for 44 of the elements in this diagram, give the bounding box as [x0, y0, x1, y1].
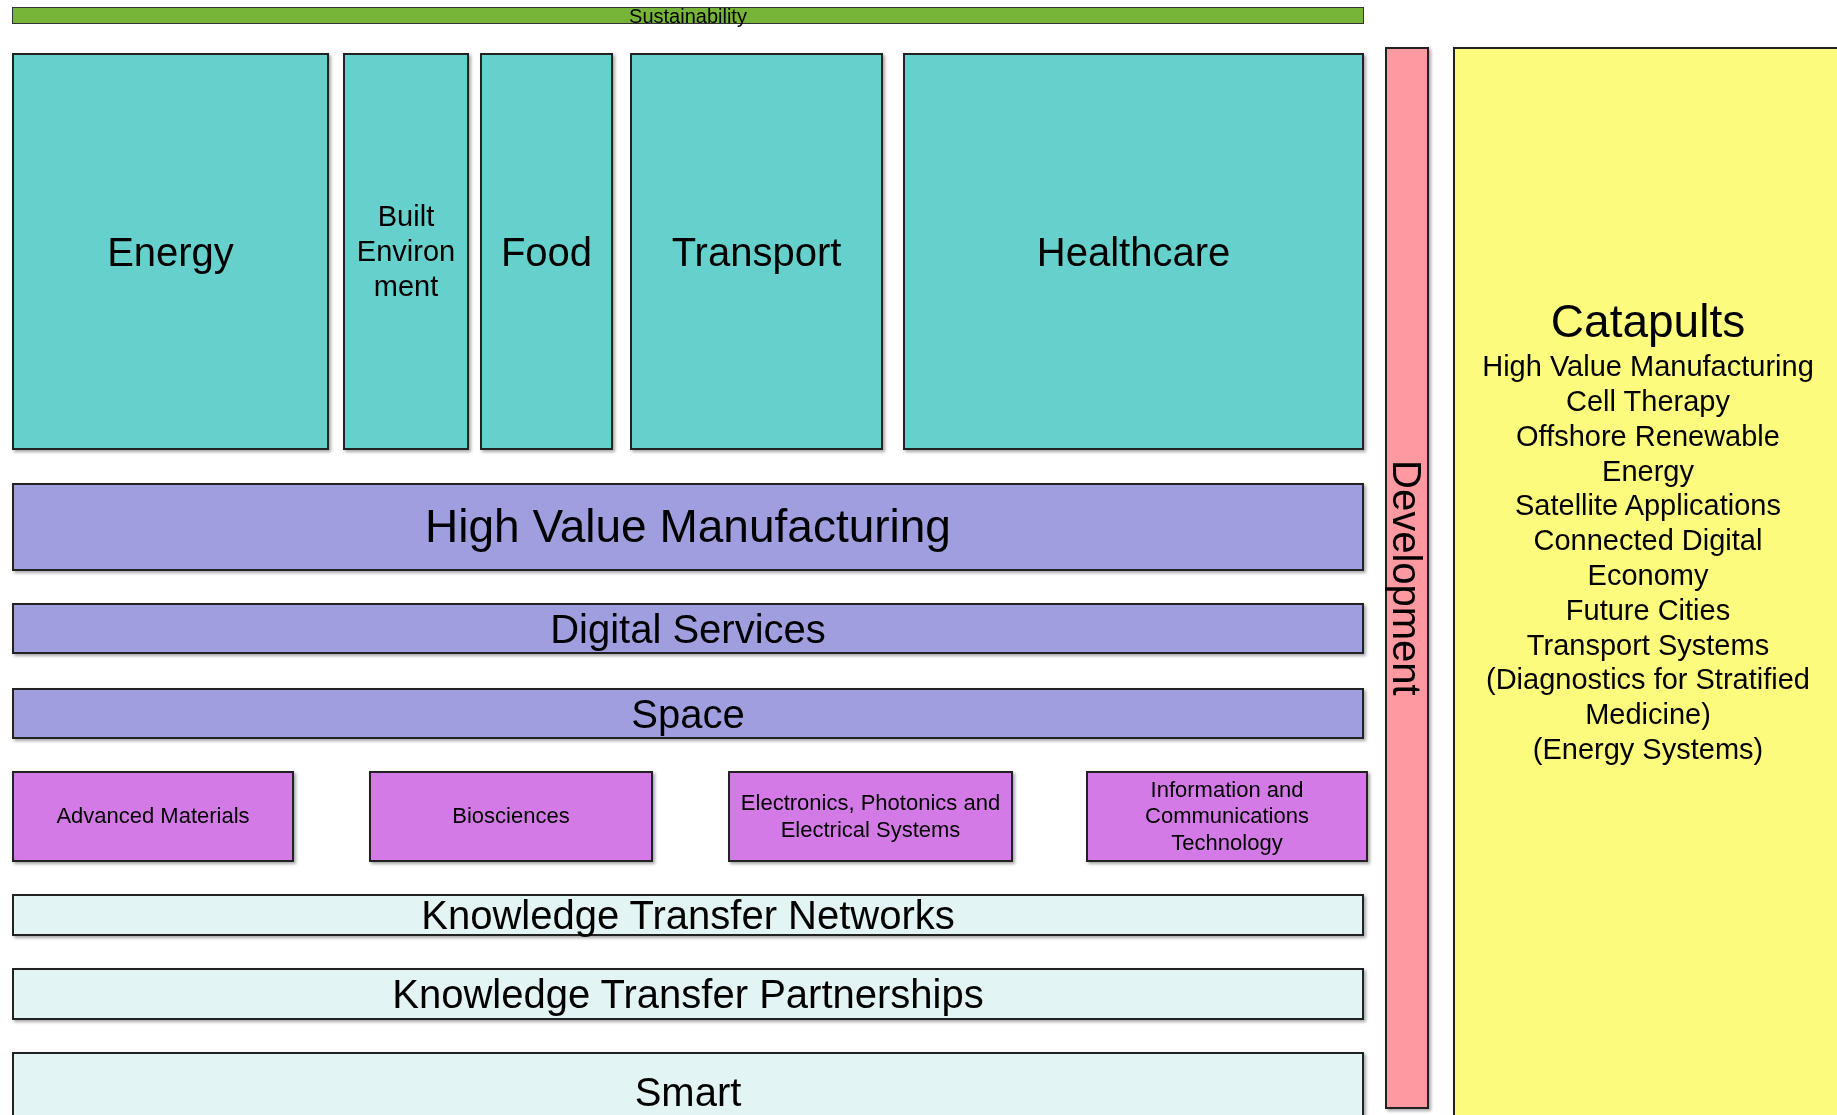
catapult-item: Satellite Applications	[1515, 488, 1781, 524]
technology-label: Advanced Materials	[56, 803, 250, 830]
technology-band	[12, 483, 1364, 571]
technology-label: Information and Communications Technology	[1144, 776, 1310, 857]
sector-box	[630, 53, 883, 450]
technology-band	[12, 688, 1364, 739]
band-label: Smart	[634, 1069, 742, 1115]
technology-box	[369, 771, 653, 862]
sector-box	[12, 53, 329, 450]
technology-label: Biosciences	[452, 803, 570, 830]
band-label: Knowledge Transfer Partnerships	[392, 971, 984, 1018]
technology-box	[728, 771, 1013, 862]
sector-label: Transport	[671, 228, 842, 276]
technology-label: Electronics, Photonics and Electrical Systems	[739, 790, 1002, 843]
catapult-item: High Value Manufacturing	[1482, 349, 1814, 384]
sector-label: Healthcare	[1036, 228, 1231, 276]
technology-box	[12, 771, 294, 862]
band-label: High Value Manufacturing	[425, 499, 951, 555]
catapult-item: Cell Therapy	[1566, 384, 1730, 419]
band-label: Knowledge Transfer Networks	[421, 892, 955, 939]
catapult-item: (Diagnostics for Stratified Medicine)	[1485, 662, 1811, 732]
technology-box	[1086, 771, 1368, 862]
panel-heading: Catapults	[1550, 294, 1746, 349]
sector-label: Food	[500, 228, 593, 276]
band-label: Digital Services	[550, 605, 826, 653]
bar-label: Sustainability	[629, 5, 747, 26]
catapult-item: Connected Digital Economy	[1532, 523, 1764, 593]
sector-box	[903, 53, 1364, 450]
band-label: Space	[631, 690, 745, 738]
catapult-item: Offshore Renewable Energy	[1515, 418, 1781, 489]
technology-band	[12, 603, 1364, 654]
catapult-item: Transport Systems	[1526, 627, 1770, 663]
catapults-panel	[1453, 47, 1837, 1115]
development-bar	[1385, 47, 1429, 1109]
programme-band	[12, 894, 1364, 936]
catapult-item: Future Cities	[1565, 592, 1731, 628]
programme-band	[12, 968, 1364, 1020]
bar-label: Development	[1384, 460, 1430, 696]
sector-box	[480, 53, 613, 450]
programme-band	[12, 1052, 1364, 1115]
sector-label: Energy	[107, 228, 234, 276]
sector-box	[343, 53, 469, 450]
catapult-item: (Energy Systems)	[1532, 731, 1764, 767]
sector-label: Built Environment	[355, 199, 457, 304]
